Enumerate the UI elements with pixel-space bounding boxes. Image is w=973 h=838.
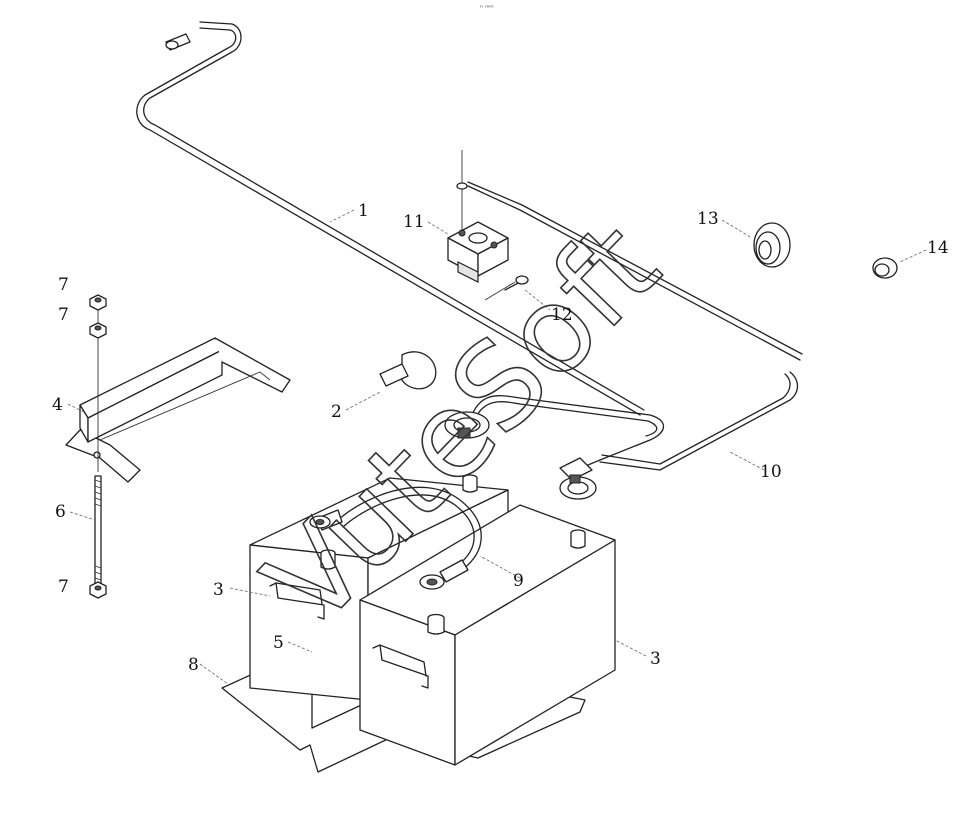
header-mark: ⁿ ᵐᵐ (480, 4, 494, 12)
callout-7-upper: 7 (58, 305, 69, 325)
mounting-bolt (484, 275, 551, 311)
grommet-large (753, 222, 791, 268)
nut-upper (89, 322, 107, 339)
grommet-small (872, 257, 898, 279)
callout-12: 12 (551, 305, 573, 325)
callout-4: 4 (52, 395, 63, 415)
callout-1: 1 (358, 201, 369, 221)
terminal-post (462, 474, 478, 493)
callout-10: 10 (760, 462, 782, 482)
callout-9: 9 (513, 571, 524, 591)
main-cable (136, 21, 645, 416)
callout-13: 13 (697, 209, 719, 229)
callout-3-left: 3 (213, 580, 224, 600)
jumper-cable (309, 486, 482, 590)
callout-6: 6 (55, 502, 66, 522)
terminal-post (570, 529, 586, 549)
positive-cable (444, 371, 799, 500)
threaded-rod (94, 475, 102, 585)
terminal-post (320, 549, 336, 570)
cable-clip (379, 351, 437, 390)
callout-8: 8 (188, 655, 199, 675)
nut-bottom (89, 581, 107, 599)
callout-7-top: 7 (58, 275, 69, 295)
callout-14: 14 (927, 238, 949, 258)
callout-3-right: 3 (650, 649, 661, 669)
callout-7-bottom: 7 (58, 577, 69, 597)
leader-lines (67, 209, 927, 685)
nut-top (89, 294, 107, 311)
hold-down-bracket (65, 337, 291, 483)
callout-5: 5 (273, 633, 284, 653)
solenoid-switch (447, 150, 803, 361)
terminal-post (427, 613, 445, 635)
callout-2: 2 (331, 402, 342, 422)
callout-11: 11 (403, 212, 425, 232)
battery-right (359, 504, 616, 766)
